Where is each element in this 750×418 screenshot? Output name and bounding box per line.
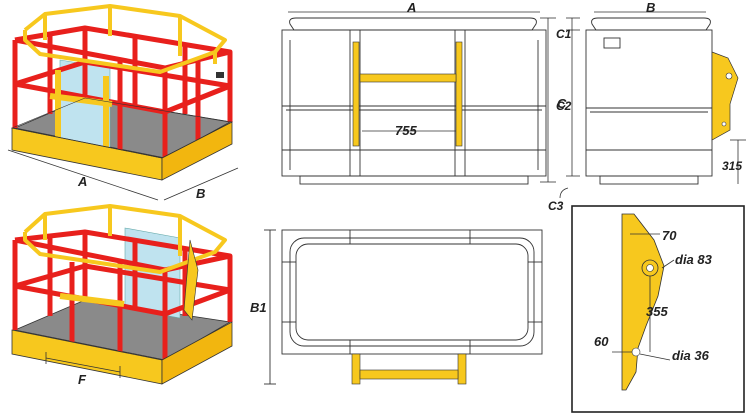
side-elevation	[585, 17, 713, 185]
lug-detail-frame	[571, 205, 745, 413]
dim-label-f: F	[78, 372, 87, 387]
front-gate-bars	[352, 41, 463, 147]
dim-label-355: 355	[646, 304, 668, 319]
cage-iso-view-top: A B	[7, 4, 239, 201]
dim-label-dia36: dia 36	[672, 348, 710, 363]
dim-label-c: C	[557, 96, 567, 111]
dim-label-a: A	[77, 174, 87, 189]
dim-label-dia83: dia 83	[675, 252, 713, 267]
dim-label-70: 70	[662, 228, 677, 243]
side-dimensions	[559, 11, 746, 199]
dim-label-60: 60	[594, 334, 609, 349]
dim-label-315: 315	[722, 159, 742, 173]
side-lifting-lug	[711, 51, 739, 141]
plan-gate-bar	[359, 369, 459, 380]
plan-view	[264, 229, 543, 385]
dim-label-c1: C1	[556, 27, 572, 41]
side-lug-hole-large	[725, 72, 733, 80]
lug-detail	[612, 213, 675, 391]
dim-label-b-side: B	[646, 0, 655, 15]
front-elevation	[281, 17, 547, 185]
dim-label-b1: B1	[250, 300, 267, 315]
dim-label-b: B	[196, 186, 205, 201]
cage-iso-view-bottom: F	[11, 204, 233, 387]
dim-label-c2: C2	[556, 99, 572, 113]
front-dimensions	[288, 11, 556, 183]
plan-gate-post-left	[351, 353, 361, 385]
plan-gate-post-right	[457, 353, 467, 385]
dim-label-c3: C3	[548, 199, 564, 213]
side-lug-hole-small	[721, 121, 727, 127]
dim-label-755: 755	[395, 123, 417, 138]
dim-label-a-front: A	[406, 0, 416, 15]
